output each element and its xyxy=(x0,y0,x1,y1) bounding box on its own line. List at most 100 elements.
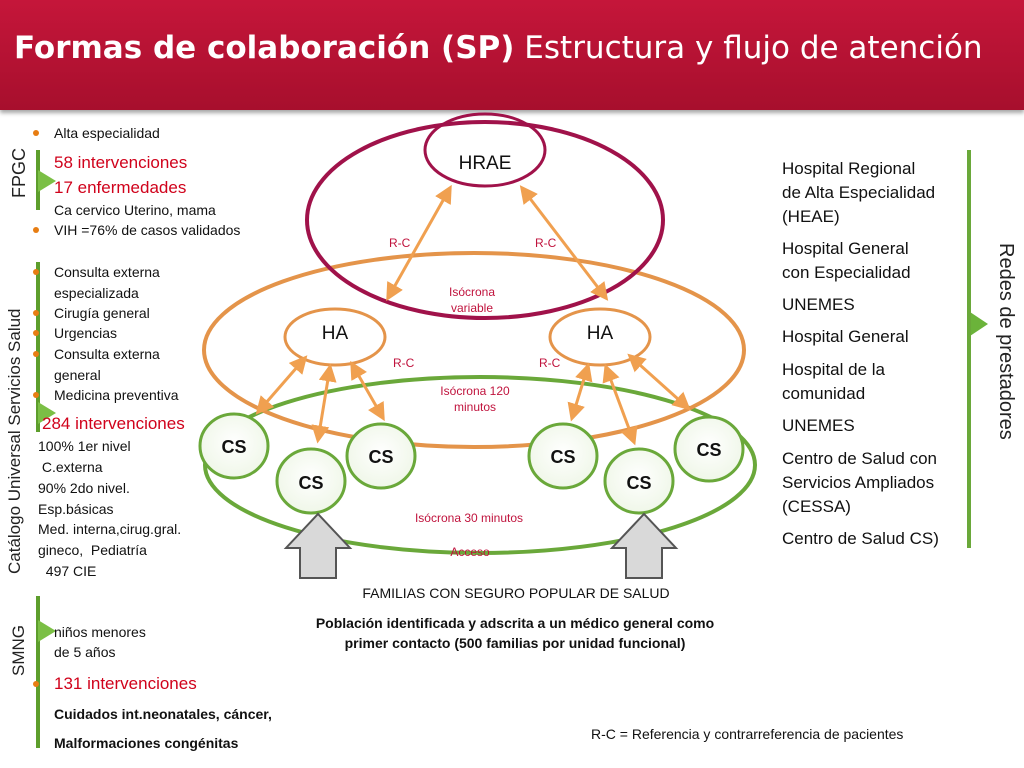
access-arrow-left-icon xyxy=(283,512,353,579)
right-item: Hospital Regional xyxy=(782,159,916,178)
cs-node xyxy=(527,422,599,490)
arrow-icon xyxy=(386,184,452,302)
catalog-item: Consulta externa xyxy=(54,264,160,280)
bullet-icon xyxy=(33,392,39,398)
hrae-node xyxy=(423,112,547,188)
smng-item: de 5 años xyxy=(54,644,116,660)
catalog-item: Esp.básicas xyxy=(38,501,114,517)
cs-node xyxy=(673,415,745,483)
acceso-label: Acceso xyxy=(450,545,490,559)
cs-label: CS xyxy=(696,440,722,460)
title-bold: Formas de colaboración (SP) xyxy=(14,30,515,66)
title-normal: Estructura y flujo de atención xyxy=(524,30,983,66)
title-bar: Formas de colaboración (SP) Estructura y… xyxy=(0,0,1024,110)
smng-item: Cuidados int.neonatales, cáncer, xyxy=(54,706,272,722)
rc-label: R-C xyxy=(535,236,557,250)
cs-label: CS xyxy=(550,447,576,467)
redes-label: Redes de prestadores xyxy=(995,243,1017,440)
right-item: con Especialidad xyxy=(782,263,911,282)
right-item: Servicios Ampliados xyxy=(782,473,935,492)
smng-bar xyxy=(36,596,40,748)
right-item: UNEMES xyxy=(782,295,855,314)
bullet-icon xyxy=(33,227,39,233)
right-item: de Alta Especialidad xyxy=(782,183,936,202)
arrow-icon xyxy=(519,185,609,301)
arrow-icon xyxy=(602,363,638,446)
cs-node xyxy=(603,447,675,515)
cs-node xyxy=(275,447,347,515)
catalog-item: 284 intervenciones xyxy=(42,414,185,433)
rc-label: R-C xyxy=(393,356,415,370)
right-item: Hospital General xyxy=(782,239,909,258)
fpgc-item: VIH =76% de casos validados xyxy=(54,222,241,238)
catalog-item: Medicina preventiva xyxy=(54,387,179,403)
catalog-item: Cirugía general xyxy=(54,305,150,321)
catalog-item: Consulta externa xyxy=(54,346,160,362)
smng-item: 131 intervenciones xyxy=(54,674,197,693)
catalog-item: Med. interna,cirug.gral. xyxy=(38,521,182,537)
fpgc-item: 58 intervenciones xyxy=(54,153,188,172)
cs-label: CS xyxy=(221,437,247,457)
rc-label: R-C xyxy=(539,356,561,370)
fpgc-item: 17 enfermedades xyxy=(54,178,187,197)
bullet-icon xyxy=(33,681,39,687)
arrow-icon xyxy=(255,355,308,415)
arrow-icon xyxy=(567,362,593,422)
bullet-icon xyxy=(33,351,39,357)
catalog-item: 497 CIE xyxy=(38,563,97,579)
bullet-icon xyxy=(33,130,39,136)
smng-pointer-icon xyxy=(38,620,56,642)
right-item: Centro de Salud CS) xyxy=(782,529,939,548)
catalog-item: gineco, Pediatría xyxy=(38,542,147,558)
catalog-item: especializada xyxy=(54,285,139,301)
right-item: (HEAE) xyxy=(782,207,840,226)
catalog-item: Urgencias xyxy=(54,325,118,341)
cs-label: CS xyxy=(626,473,652,493)
catalog-item: general xyxy=(54,367,101,383)
isocrona-variable-line1: Isócrona xyxy=(448,285,496,299)
catalog-item: 100% 1er nivel xyxy=(38,438,131,454)
arrow-icon xyxy=(627,353,691,411)
right-item: (CESSA) xyxy=(782,497,851,516)
cs-node xyxy=(345,422,417,490)
isocrona-120-line1: Isócrona 120 xyxy=(440,384,510,398)
cs-label: CS xyxy=(368,447,394,467)
familias-caption: FAMILIAS CON SEGURO POPULAR DE SALUD xyxy=(362,585,670,601)
right-item: comunidad xyxy=(782,384,866,403)
page-title: Formas de colaboración (SP) Estructura y… xyxy=(14,30,983,66)
ha-label-right: HA xyxy=(586,323,614,344)
cs-node xyxy=(198,412,270,480)
bullet-icon xyxy=(33,310,39,316)
catalog-pointer-icon xyxy=(38,402,56,424)
hrae-label: HRAE xyxy=(458,153,512,174)
ha-ring xyxy=(202,251,746,449)
bullet-icon xyxy=(33,269,39,275)
catalog-item: 90% 2do nivel. xyxy=(38,480,130,496)
cs-label: CS xyxy=(298,473,324,493)
isocrona-120-line2: minutos xyxy=(453,400,497,414)
ha-label-left: HA xyxy=(321,323,349,344)
hrae-ring xyxy=(305,120,665,320)
right-item: UNEMES xyxy=(782,416,855,435)
fpgc-item: Alta especialidad xyxy=(54,125,160,141)
right-item: Hospital General xyxy=(782,327,909,346)
fpgc-item: Ca cervico Uterino, mama xyxy=(54,202,216,218)
access-arrow-right-icon xyxy=(609,512,679,579)
smng-item: niños menores xyxy=(54,624,146,640)
poblacion-line2: primer contacto (500 familias por unidad… xyxy=(344,635,686,651)
arrow-icon xyxy=(350,360,385,422)
isocrona-variable-line2: variable xyxy=(450,301,494,315)
rc-label: R-C xyxy=(389,236,411,250)
arrow-icon xyxy=(311,363,337,444)
right-item: Hospital de la xyxy=(782,360,886,379)
ha-node-right xyxy=(548,307,652,367)
isocrona-30-label: Isócrona 30 minutos xyxy=(414,511,524,525)
redes-pointer-icon xyxy=(970,312,988,336)
catalog-bar xyxy=(36,262,40,432)
footnote: R-C = Referencia y contrarreferencia de … xyxy=(591,726,904,742)
bullet-icon xyxy=(33,330,39,336)
right-item: Centro de Salud con xyxy=(782,449,937,468)
fpgc-pointer-icon xyxy=(38,170,56,192)
smng-item: Malformaciones congénitas xyxy=(54,735,239,751)
